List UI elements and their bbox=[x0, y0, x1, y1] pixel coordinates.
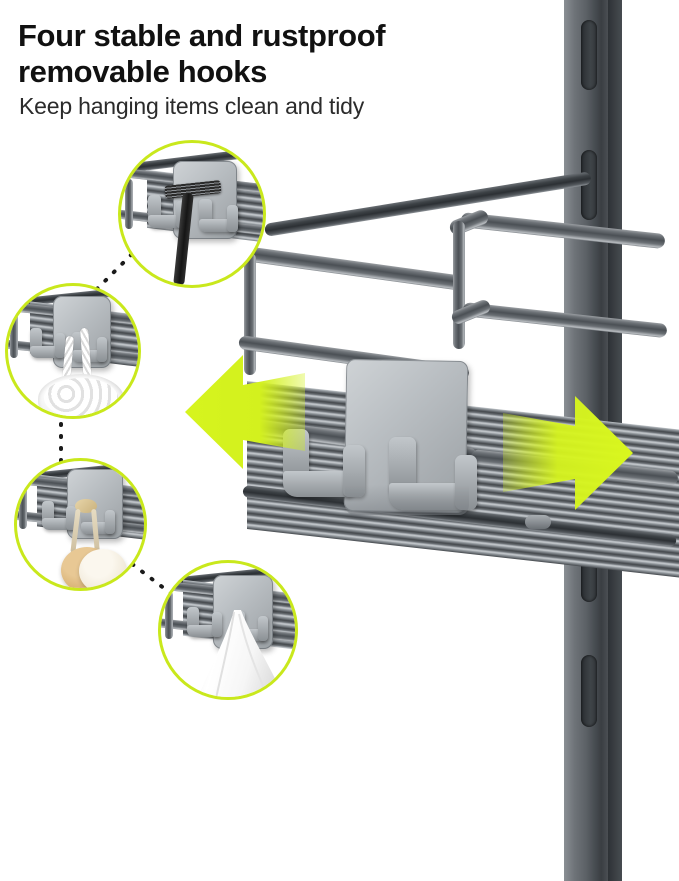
headline-line-1: Four stable and rustproof bbox=[18, 18, 386, 53]
hook-plate-shadow bbox=[345, 485, 469, 515]
marketing-image: Four stable and rustproof removable hook… bbox=[5, 0, 679, 881]
basket-post-mid bbox=[453, 221, 465, 349]
callout-towel bbox=[158, 560, 298, 700]
callout-post bbox=[165, 591, 173, 639]
page-title: Four stable and rustproof removable hook… bbox=[18, 18, 488, 90]
pole-slot bbox=[581, 150, 597, 220]
page-subtitle: Keep hanging items clean and tidy bbox=[19, 93, 365, 119]
loofah-puff-detail bbox=[44, 378, 118, 416]
arrow-right bbox=[503, 396, 633, 510]
callout-brush bbox=[14, 458, 147, 591]
shelf-mount-nub bbox=[525, 515, 551, 529]
callout-post bbox=[125, 179, 133, 229]
basket-rail-top-left bbox=[235, 245, 466, 292]
callout-post bbox=[19, 485, 27, 529]
basket-rail-top-right bbox=[460, 212, 666, 250]
callout-post bbox=[10, 312, 18, 358]
headline-line-2: removable hooks bbox=[18, 54, 267, 89]
towel bbox=[197, 610, 285, 697]
callout-loofah bbox=[5, 283, 141, 419]
callout-razor bbox=[118, 140, 266, 288]
brush-bristle-disc bbox=[79, 549, 127, 588]
pole-slot bbox=[581, 20, 597, 90]
pole-slot bbox=[581, 655, 597, 727]
arrow-left bbox=[185, 355, 305, 469]
